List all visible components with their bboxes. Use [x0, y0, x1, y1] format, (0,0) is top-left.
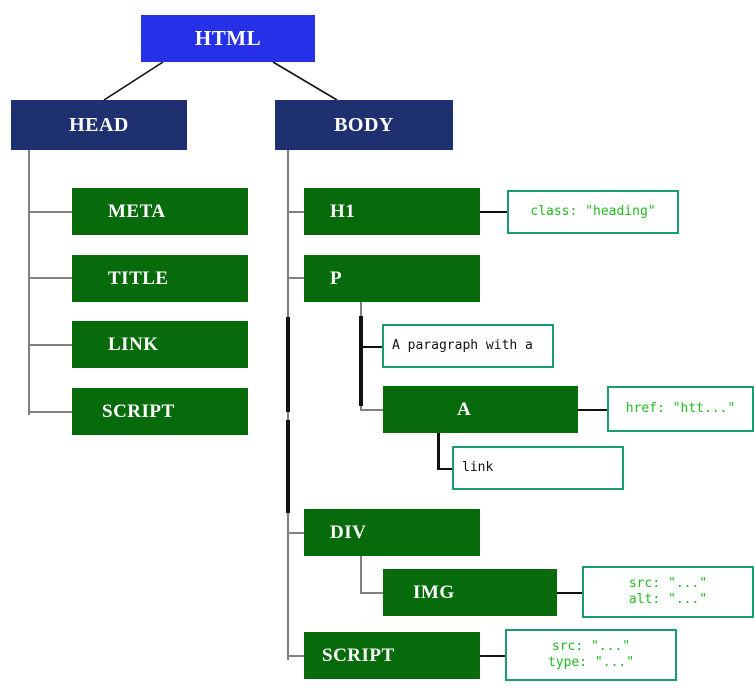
- edge-head-title: [28, 277, 73, 279]
- edge-div-trunk: [360, 555, 362, 593]
- node-meta-label: META: [108, 200, 166, 222]
- attrbox-h1-class-line-0: class: "heading": [530, 204, 656, 219]
- edge-body-trunk-seg2: [286, 420, 290, 513]
- edge-p-a: [360, 409, 388, 411]
- attrbox-h1-class: class: "heading": [507, 190, 679, 234]
- attrbox-img-attrs: src: "..." alt: "...": [582, 566, 754, 618]
- textbox-p-content: A paragraph with a: [382, 324, 554, 368]
- attrbox-a-href-line-0: href: "htt...": [625, 401, 736, 416]
- node-link-label: LINK: [108, 333, 159, 355]
- edge-h1-attr: [480, 211, 508, 213]
- node-title[interactable]: TITLE: [72, 255, 248, 302]
- node-body-script[interactable]: SCRIPT: [304, 632, 480, 679]
- node-html[interactable]: HTML: [141, 15, 315, 62]
- node-html-label: HTML: [194, 26, 262, 50]
- edge-body-h1: [287, 211, 307, 213]
- edge-head-meta: [28, 211, 73, 213]
- node-meta[interactable]: META: [72, 188, 248, 235]
- node-p-label: P: [330, 267, 343, 289]
- edge-p-trunk-dark: [359, 316, 363, 406]
- edge-p-text: [360, 346, 382, 348]
- node-body-script-label: SCRIPT: [322, 644, 395, 666]
- textbox-a-content-line-0: link: [462, 460, 494, 475]
- edge-a-attr: [578, 409, 608, 411]
- edge-script-attr: [480, 655, 506, 657]
- edge-body-p: [287, 277, 307, 279]
- node-div-label: DIV: [330, 521, 367, 543]
- edge-div-img: [360, 592, 383, 594]
- node-img[interactable]: IMG: [383, 569, 557, 616]
- textbox-p-content-line-0: A paragraph with a: [392, 338, 533, 353]
- node-head[interactable]: HEAD: [11, 100, 187, 150]
- edge-html-head: [103, 61, 164, 101]
- edge-head-link: [28, 344, 73, 346]
- edge-html-body: [272, 61, 338, 101]
- node-div[interactable]: DIV: [304, 509, 480, 556]
- node-title-label: TITLE: [108, 267, 169, 289]
- attrbox-img-attrs-line-1: alt: "...": [628, 592, 708, 607]
- edge-body-div: [287, 532, 307, 534]
- node-a-label: A: [457, 398, 472, 420]
- node-body[interactable]: BODY: [275, 100, 453, 150]
- textbox-a-content: link: [452, 446, 624, 490]
- edge-body-trunk-seg1: [286, 317, 290, 412]
- edge-a-text: [437, 468, 459, 470]
- node-head-script-label: SCRIPT: [102, 400, 175, 422]
- node-head-label: HEAD: [69, 113, 129, 136]
- edge-img-attr: [557, 592, 583, 594]
- node-body-label: BODY: [334, 113, 394, 136]
- node-link[interactable]: LINK: [72, 321, 248, 368]
- attrbox-a-href: href: "htt...": [607, 386, 754, 432]
- node-img-label: IMG: [413, 581, 455, 603]
- edge-head-script: [28, 411, 73, 413]
- edge-head-trunk: [28, 150, 30, 415]
- node-p[interactable]: P: [304, 255, 480, 302]
- node-h1[interactable]: H1: [304, 188, 480, 235]
- node-a[interactable]: A: [383, 386, 578, 433]
- node-h1-label: H1: [330, 200, 356, 222]
- attrbox-script-attrs-line-0: src: "...": [551, 639, 631, 654]
- edge-a-text-trunk: [437, 432, 440, 470]
- edge-body-script: [287, 655, 307, 657]
- attrbox-script-attrs: src: "..." type: "...": [505, 629, 677, 681]
- node-head-script[interactable]: SCRIPT: [72, 388, 248, 435]
- attrbox-img-attrs-line-0: src: "...": [628, 576, 708, 591]
- attrbox-script-attrs-line-1: type: "...": [547, 655, 635, 670]
